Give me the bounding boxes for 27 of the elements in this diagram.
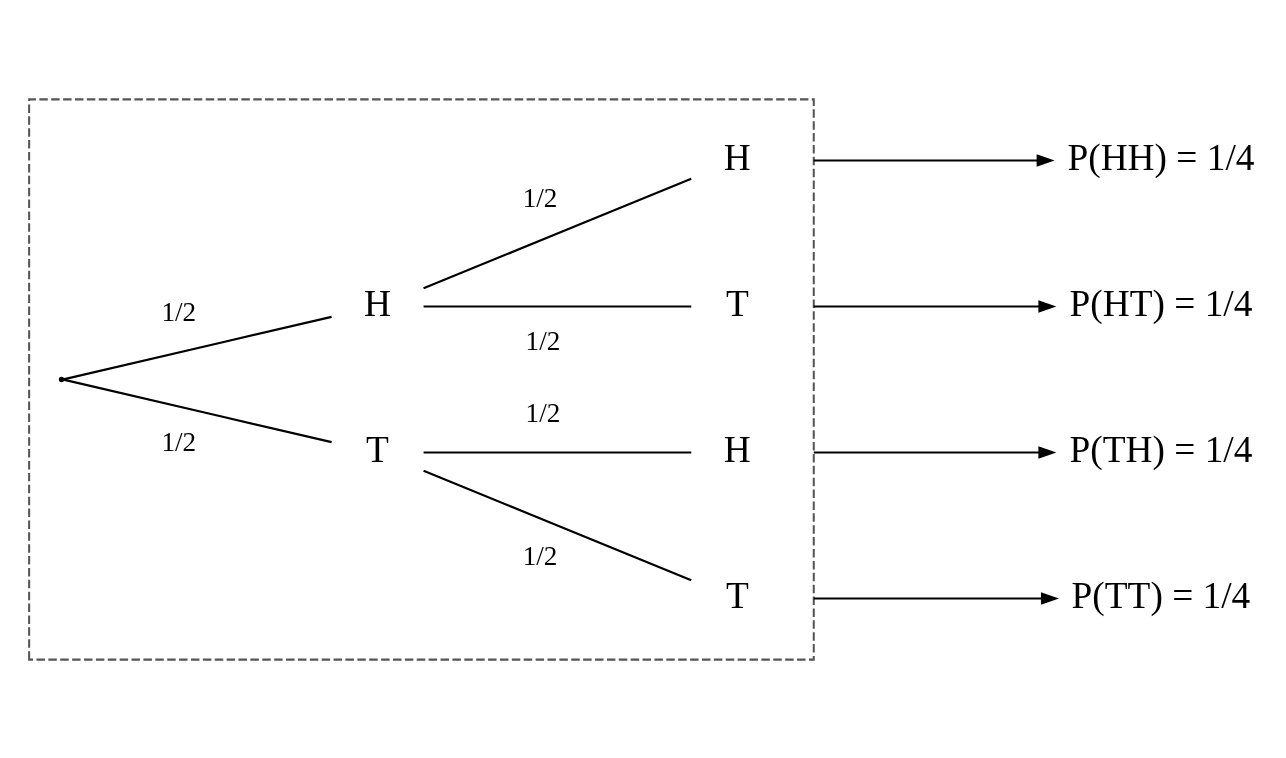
- node-text: P(TH) = 1/4: [1069, 428, 1253, 470]
- arrow: [813, 591, 1059, 605]
- node-point: [58, 376, 65, 382]
- connector: [63, 377, 332, 443]
- node-text: P(TT) = 1/4: [1071, 574, 1251, 616]
- edge-label: 1/2: [522, 540, 558, 571]
- node-text: T: [366, 428, 389, 470]
- arrow: [813, 153, 1055, 167]
- node-text: H: [363, 282, 391, 324]
- node-text: T: [725, 282, 749, 324]
- connector: [423, 304, 692, 308]
- edge-label: 1/2: [161, 426, 197, 457]
- connector: [423, 469, 692, 581]
- connector: [63, 315, 332, 381]
- edge-label: 1/2: [525, 325, 561, 356]
- node-text: H: [723, 428, 751, 470]
- node-text: T: [725, 574, 749, 616]
- edge-label: 1/2: [525, 397, 561, 428]
- connector: [423, 177, 692, 289]
- connector: [423, 450, 692, 454]
- arrow: [813, 445, 1057, 459]
- edge-label: 1/2: [522, 182, 558, 213]
- arrow: [813, 299, 1057, 313]
- edge-label: 1/2: [161, 296, 197, 327]
- node-text: P(HH) = 1/4: [1067, 136, 1255, 178]
- node-text: H: [723, 136, 751, 178]
- node-text: P(HT) = 1/4: [1069, 282, 1253, 324]
